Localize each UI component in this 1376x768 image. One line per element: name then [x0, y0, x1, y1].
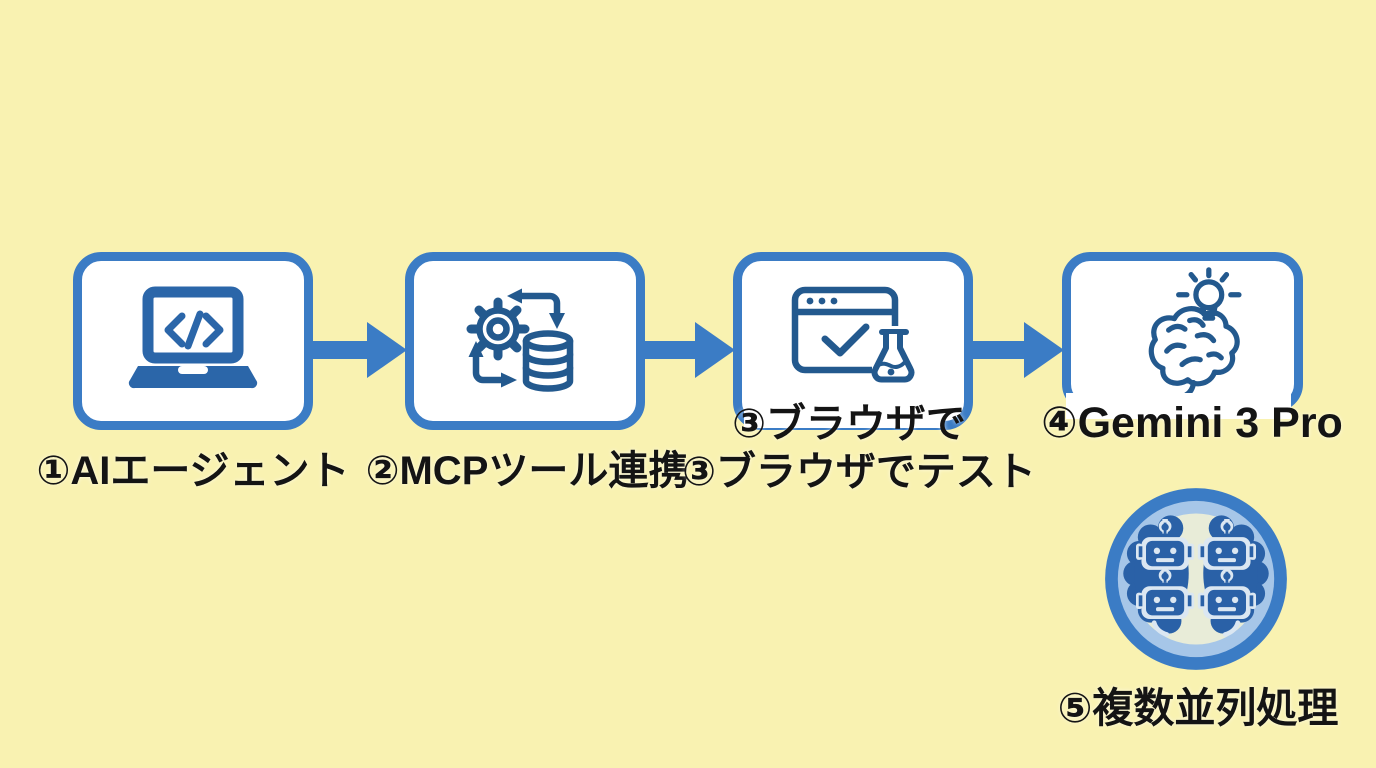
label-backdrop-step3: [744, 398, 944, 428]
multi-robot-brain-icon: [1105, 488, 1287, 670]
step3-overlay-label: ③ブラウザで: [732, 402, 966, 446]
arrow-head: [367, 322, 407, 378]
arrow-right-icon: [311, 322, 407, 378]
flow-step-box-4: [1062, 252, 1303, 412]
badge-label: ⑤複数並列処理: [1057, 685, 1339, 731]
step1-label: ①AIエージェント: [36, 449, 350, 493]
laptop-code-icon: [128, 286, 258, 389]
arrow-head: [695, 322, 735, 378]
arrow-shaft: [971, 341, 1034, 359]
step4-label: ④Gemini 3 Pro: [1041, 399, 1343, 447]
arrow-shaft: [311, 341, 377, 359]
arrow-right-icon: [971, 322, 1064, 378]
flow-step-box-2: [405, 252, 645, 430]
arrow-shaft: [643, 341, 705, 359]
arrow-head: [1024, 322, 1064, 378]
brain-idea-icon: [1148, 267, 1242, 397]
gear-database-sync-icon: [466, 288, 574, 392]
step2-label: ②MCPツール連携: [365, 449, 689, 493]
browser-test-icon: [791, 286, 917, 388]
label-backdrop-step4: [1066, 393, 1291, 419]
arrow-right-icon: [643, 322, 735, 378]
step3-label: ③ブラウザでテスト: [682, 450, 1036, 494]
flow-step-box-1: [73, 252, 313, 430]
